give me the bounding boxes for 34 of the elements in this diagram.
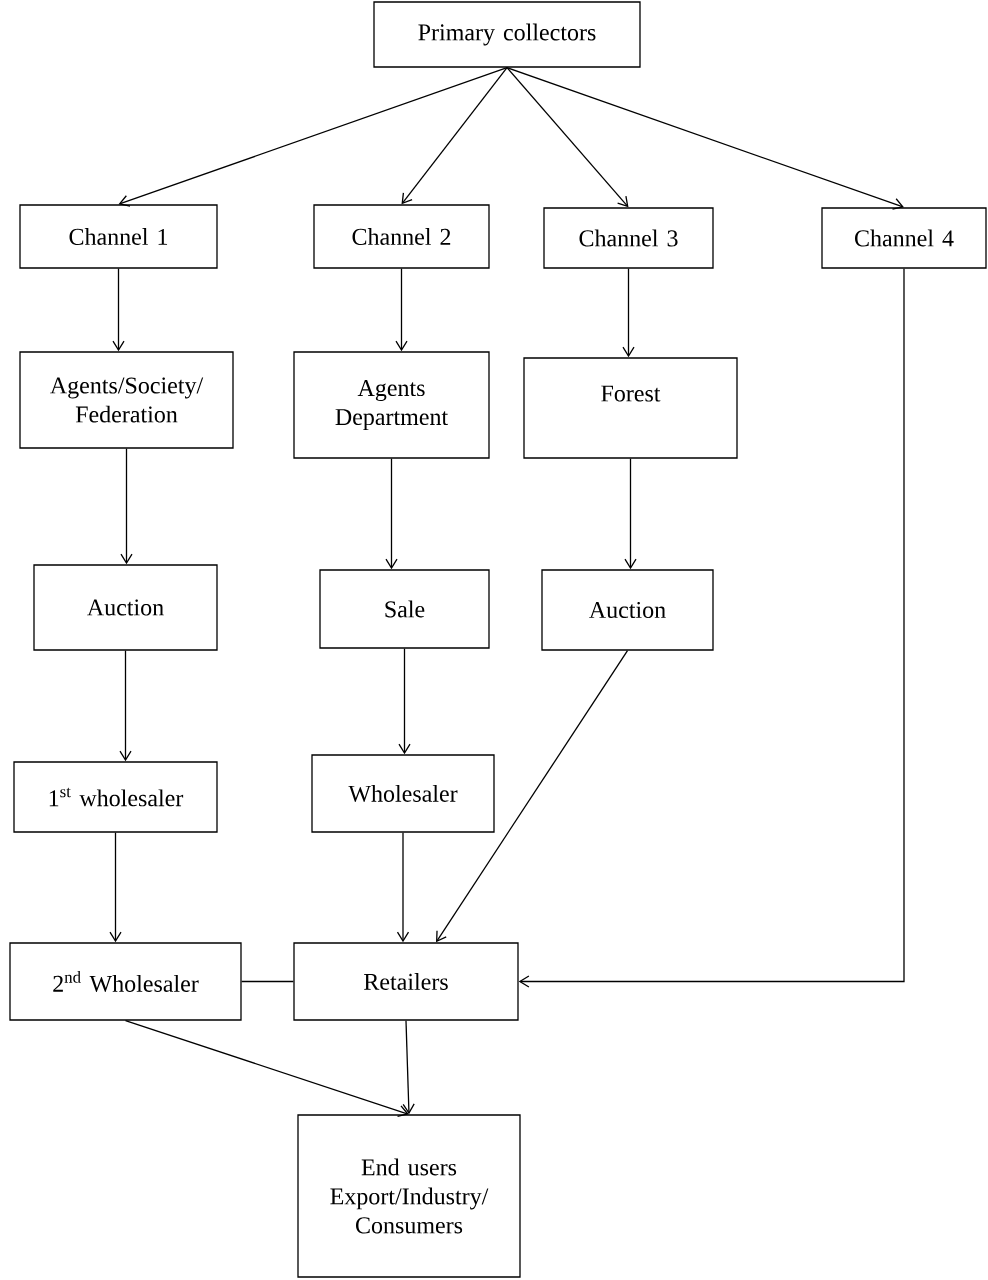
- process-box: Channel 4: [821, 207, 987, 269]
- process-box: End users Export/Industry/ Consumers: [297, 1114, 521, 1278]
- arrow: [506, 67, 629, 208]
- process-box: Agents/Society/ Federation: [19, 351, 234, 449]
- process-box: Channel 1: [19, 204, 218, 269]
- process-box: Sale: [319, 569, 490, 649]
- process-box: 1$^{st}$ wholesaler: [13, 761, 218, 833]
- arrow: [396, 832, 410, 943]
- arrow: [518, 268, 905, 988]
- process-box: Auction: [541, 569, 714, 651]
- process-box: Agents Department: [293, 351, 490, 459]
- arrow: [506, 67, 904, 210]
- arrow: [119, 650, 132, 762]
- process-box: Auction: [33, 564, 218, 651]
- arrow: [109, 832, 122, 943]
- arrow: [402, 1020, 415, 1115]
- process-box: Channel 2: [313, 204, 490, 269]
- arrow: [401, 67, 508, 205]
- process-box: Forest: [523, 357, 738, 459]
- arrow: [120, 448, 133, 565]
- arrow: [398, 648, 411, 755]
- arrow: [622, 268, 635, 358]
- arrow: [395, 268, 408, 352]
- arrow: [436, 650, 629, 943]
- process-box: Wholesaler: [311, 754, 495, 833]
- arrow: [112, 268, 125, 352]
- arrow: [118, 67, 508, 207]
- process-box: Channel 3: [543, 207, 714, 269]
- arrow: [124, 1020, 409, 1117]
- process-box: Retailers: [293, 942, 519, 1021]
- arrow: [385, 458, 398, 570]
- arrow: [624, 458, 637, 570]
- process-box: Primary collectors: [373, 1, 641, 68]
- process-box: 2$^{nd}$ Wholesaler: [9, 942, 242, 1021]
